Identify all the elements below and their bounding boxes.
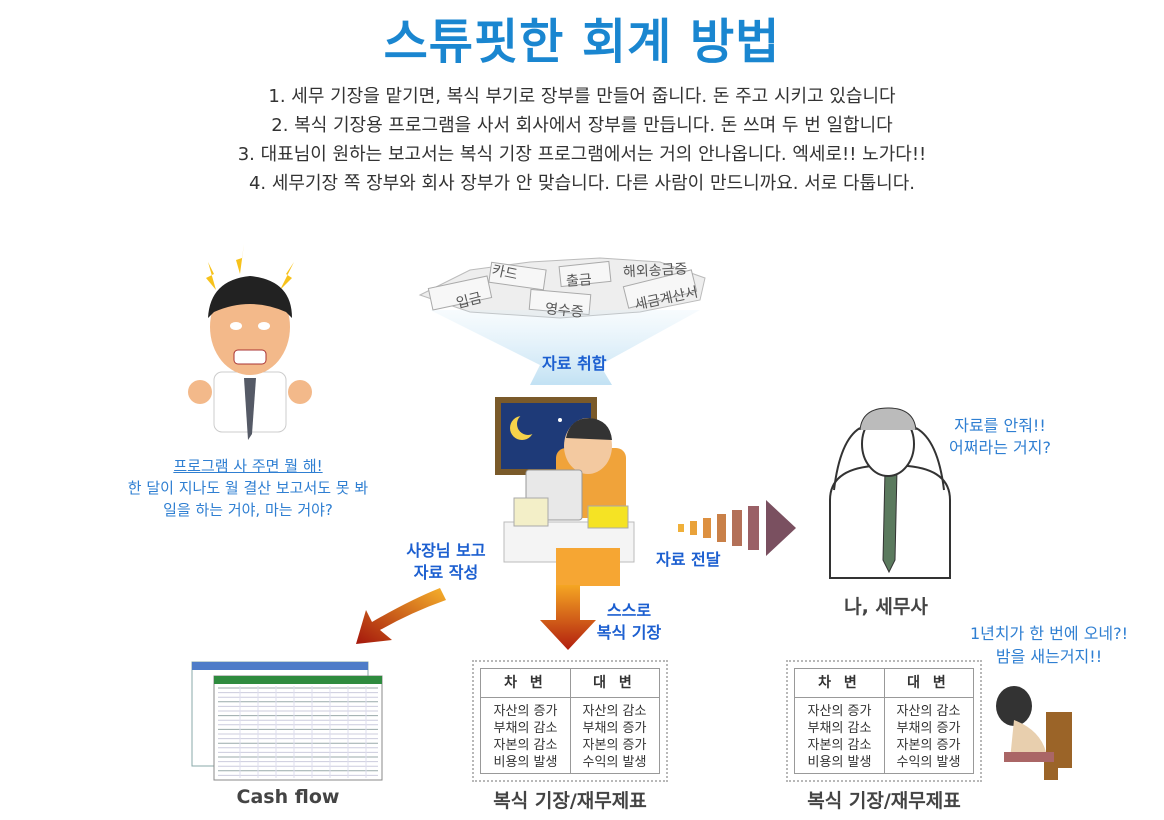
ledger-item: 수익의 발생 bbox=[582, 755, 647, 770]
ledger-item: 자산의 증가 bbox=[807, 704, 872, 719]
collect-label: 자료 취합 bbox=[542, 354, 607, 373]
boss-quote-line: 프로그램 사 주면 뭘 해! bbox=[173, 457, 323, 475]
credit-column: 자산의 감소 부채의 증가 자본의 증가 수익의 발생 bbox=[884, 703, 973, 771]
intro-list: 1. 세무 기장을 맡기면, 복식 부기로 장부를 만들어 줍니다. 돈 주고 … bbox=[0, 82, 1164, 198]
ledger-item: 부채의 감소 bbox=[493, 721, 558, 736]
ledger-item: 부채의 증가 bbox=[896, 721, 961, 736]
self-entry-label-line: 스스로 bbox=[606, 601, 652, 620]
intro-line: 2. 복식 기장용 프로그램을 사서 회사에서 장부를 만듭니다. 돈 쓰며 두… bbox=[271, 115, 893, 136]
boss-quote: 프로그램 사 주면 뭘 해! 한 달이 지나도 월 결산 보고서도 못 봐 일을… bbox=[112, 455, 384, 521]
accountant-quote: 자료를 안줘!! 어쩌라는 거지? bbox=[930, 415, 1070, 459]
ledger-table: 차 변 대 변 자산의 증가 부채의 감소 자본의 감소 비용의 발생 자산의 … bbox=[786, 660, 982, 782]
self-entry-label-line: 복식 기장 bbox=[596, 623, 662, 642]
report-label: 사장님 보고 자료 작성 bbox=[400, 540, 492, 584]
credit-header: 대 변 bbox=[884, 669, 973, 698]
ledger-item: 자산의 감소 bbox=[896, 704, 961, 719]
tired-quote: 1년치가 한 번에 오네?! 밤을 새는거지!! bbox=[950, 622, 1148, 668]
spreadsheet-thumbnail bbox=[191, 661, 383, 781]
accountant-quote-line: 자료를 안줘!! bbox=[954, 416, 1046, 435]
paper-label: 영수증 bbox=[544, 301, 585, 321]
office-worker-illustration bbox=[495, 397, 635, 586]
intro-line: 1. 세무 기장을 맡기면, 복식 부기로 장부를 만들어 줍니다. 돈 주고 … bbox=[268, 86, 896, 107]
page-title: 스튜핏한 회계 방법 bbox=[383, 14, 781, 70]
ledger-item: 부채의 감소 bbox=[807, 721, 872, 736]
ledger-table: 차 변 대 변 자산의 증가 부채의 감소 자본의 감소 비용의 발생 자산의 … bbox=[472, 660, 668, 782]
down-arrow bbox=[540, 585, 596, 650]
right-arrow bbox=[678, 500, 796, 556]
accountant-quote-line: 어쩌라는 거지? bbox=[949, 438, 1051, 457]
ledger-item: 자본의 증가 bbox=[896, 738, 961, 753]
spreadsheet-gridlines bbox=[218, 686, 378, 778]
ledger-item: 자산의 증가 bbox=[493, 704, 558, 719]
tired-quote-line: 밤을 새는거지!! bbox=[995, 647, 1103, 666]
ledger-item: 자본의 증가 bbox=[582, 738, 647, 753]
ledger-item: 비용의 발생 bbox=[493, 755, 558, 770]
ledger-item: 비용의 발생 bbox=[807, 755, 872, 770]
ledger-caption: 복식 기장/재무제표 bbox=[807, 790, 961, 812]
report-label-line: 사장님 보고 bbox=[406, 541, 486, 560]
documents-pile bbox=[418, 257, 706, 319]
report-label-line: 자료 작성 bbox=[413, 563, 479, 582]
cashflow-caption: Cash flow bbox=[236, 786, 340, 808]
ledger-item: 자본의 감소 bbox=[493, 738, 558, 753]
deliver-label: 자료 전달 bbox=[656, 550, 721, 569]
intro-line: 3. 대표님이 원하는 보고서는 복식 기장 프로그램에서는 거의 안나옵니다.… bbox=[237, 144, 927, 165]
ledger-item: 부채의 증가 bbox=[582, 721, 647, 736]
tired-quote-line: 1년치가 한 번에 오네?! bbox=[969, 624, 1129, 643]
debit-column: 자산의 증가 부채의 감소 자본의 감소 비용의 발생 bbox=[481, 703, 570, 771]
ledger-item: 수익의 발생 bbox=[896, 755, 961, 770]
ledger-caption: 복식 기장/재무제표 bbox=[493, 790, 647, 812]
diagonal-arrow bbox=[356, 588, 446, 644]
paper-label: 해외송금증 bbox=[622, 261, 688, 281]
tax-accountant-illustration bbox=[829, 407, 951, 579]
credit-header: 대 변 bbox=[570, 669, 659, 698]
funnel-shape bbox=[430, 310, 700, 385]
self-entry-label: 스스로 복식 기장 bbox=[588, 600, 670, 644]
tired-person-illustration bbox=[996, 686, 1072, 780]
ledger-item: 자산의 감소 bbox=[582, 704, 647, 719]
ledger-item: 자본의 감소 bbox=[807, 738, 872, 753]
boss-illustration bbox=[188, 244, 312, 440]
boss-quote-line: 일을 하는 거야, 마는 거야? bbox=[163, 501, 333, 519]
intro-line: 4. 세무기장 쪽 장부와 회사 장부가 안 맞습니다. 다른 사람이 만드니까… bbox=[248, 173, 916, 194]
boss-quote-line: 한 달이 지나도 월 결산 보고서도 못 봐 bbox=[127, 479, 369, 497]
debit-column: 자산의 증가 부채의 감소 자본의 감소 비용의 발생 bbox=[795, 703, 884, 771]
debit-header: 차 변 bbox=[481, 669, 570, 698]
tax-pro-label: 나, 세무사 bbox=[844, 596, 928, 618]
credit-column: 자산의 감소 부채의 증가 자본의 증가 수익의 발생 bbox=[570, 703, 659, 771]
debit-header: 차 변 bbox=[795, 669, 884, 698]
paper-label: 출금 bbox=[565, 272, 593, 290]
